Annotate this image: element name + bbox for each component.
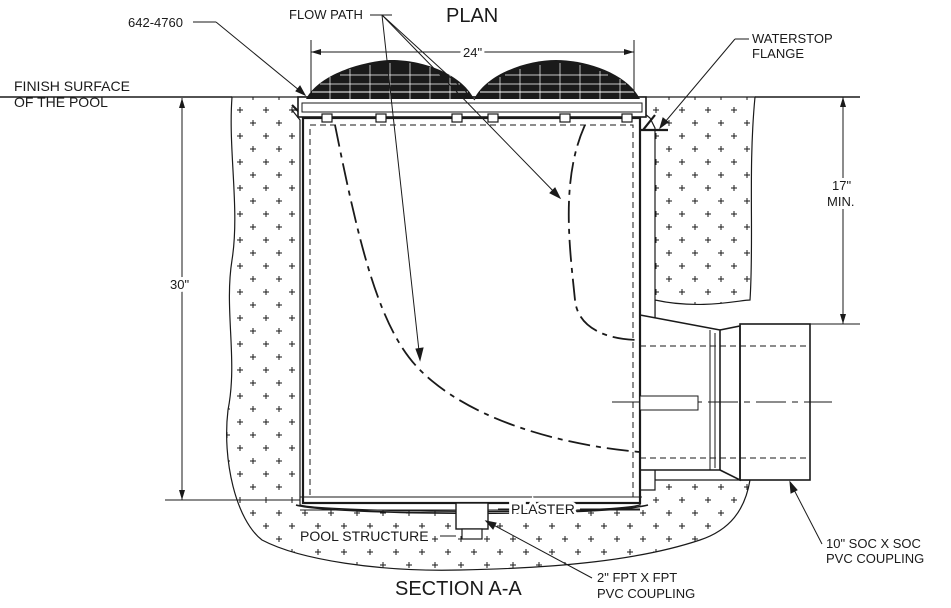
skimmer-cavity [290, 109, 656, 513]
large-coupling-label-line1: 10" SOC X SOC [826, 536, 921, 551]
lid-feet [321, 113, 633, 123]
section-title: SECTION A-A [395, 578, 522, 600]
height-dimension-label: 30" [170, 277, 189, 292]
dimension-height [165, 98, 300, 501]
dome-lids [306, 60, 640, 99]
small-coupling-label-line2: PVC COUPLING [597, 586, 695, 601]
pipe-cutout [640, 315, 810, 480]
flow-path-left [334, 124, 641, 453]
small-coupling-label-line1: 2" FPT X FPT [597, 570, 677, 585]
finish-surface-label-line1: FINISH SURFACE [14, 78, 130, 94]
small-coupling [455, 502, 489, 540]
waterstop-label-line2: FLANGE [752, 46, 804, 61]
pool-structure-label: POOL STRUCTURE [300, 528, 429, 544]
dimension-min-depth [810, 97, 860, 325]
part-number-label: 642-4760 [128, 15, 183, 30]
waterstop-label-line1: WATERSTOP [752, 31, 833, 46]
min-depth-label-line2: MIN. [827, 194, 854, 209]
leader-lines [193, 14, 823, 579]
dimension-width [310, 40, 635, 92]
large-coupling [612, 314, 832, 482]
min-depth-label-line1: 17" [832, 178, 851, 193]
plaster-label: PLASTER [511, 501, 575, 517]
plan-title: PLAN [446, 5, 498, 27]
finish-surface-label-line2: OF THE POOL [14, 94, 108, 110]
large-coupling-label-line2: PVC COUPLING [826, 551, 924, 566]
flow-path-label: FLOW PATH [289, 7, 363, 22]
flow-path-right [567, 124, 641, 341]
width-dimension-label: 24" [463, 45, 482, 60]
